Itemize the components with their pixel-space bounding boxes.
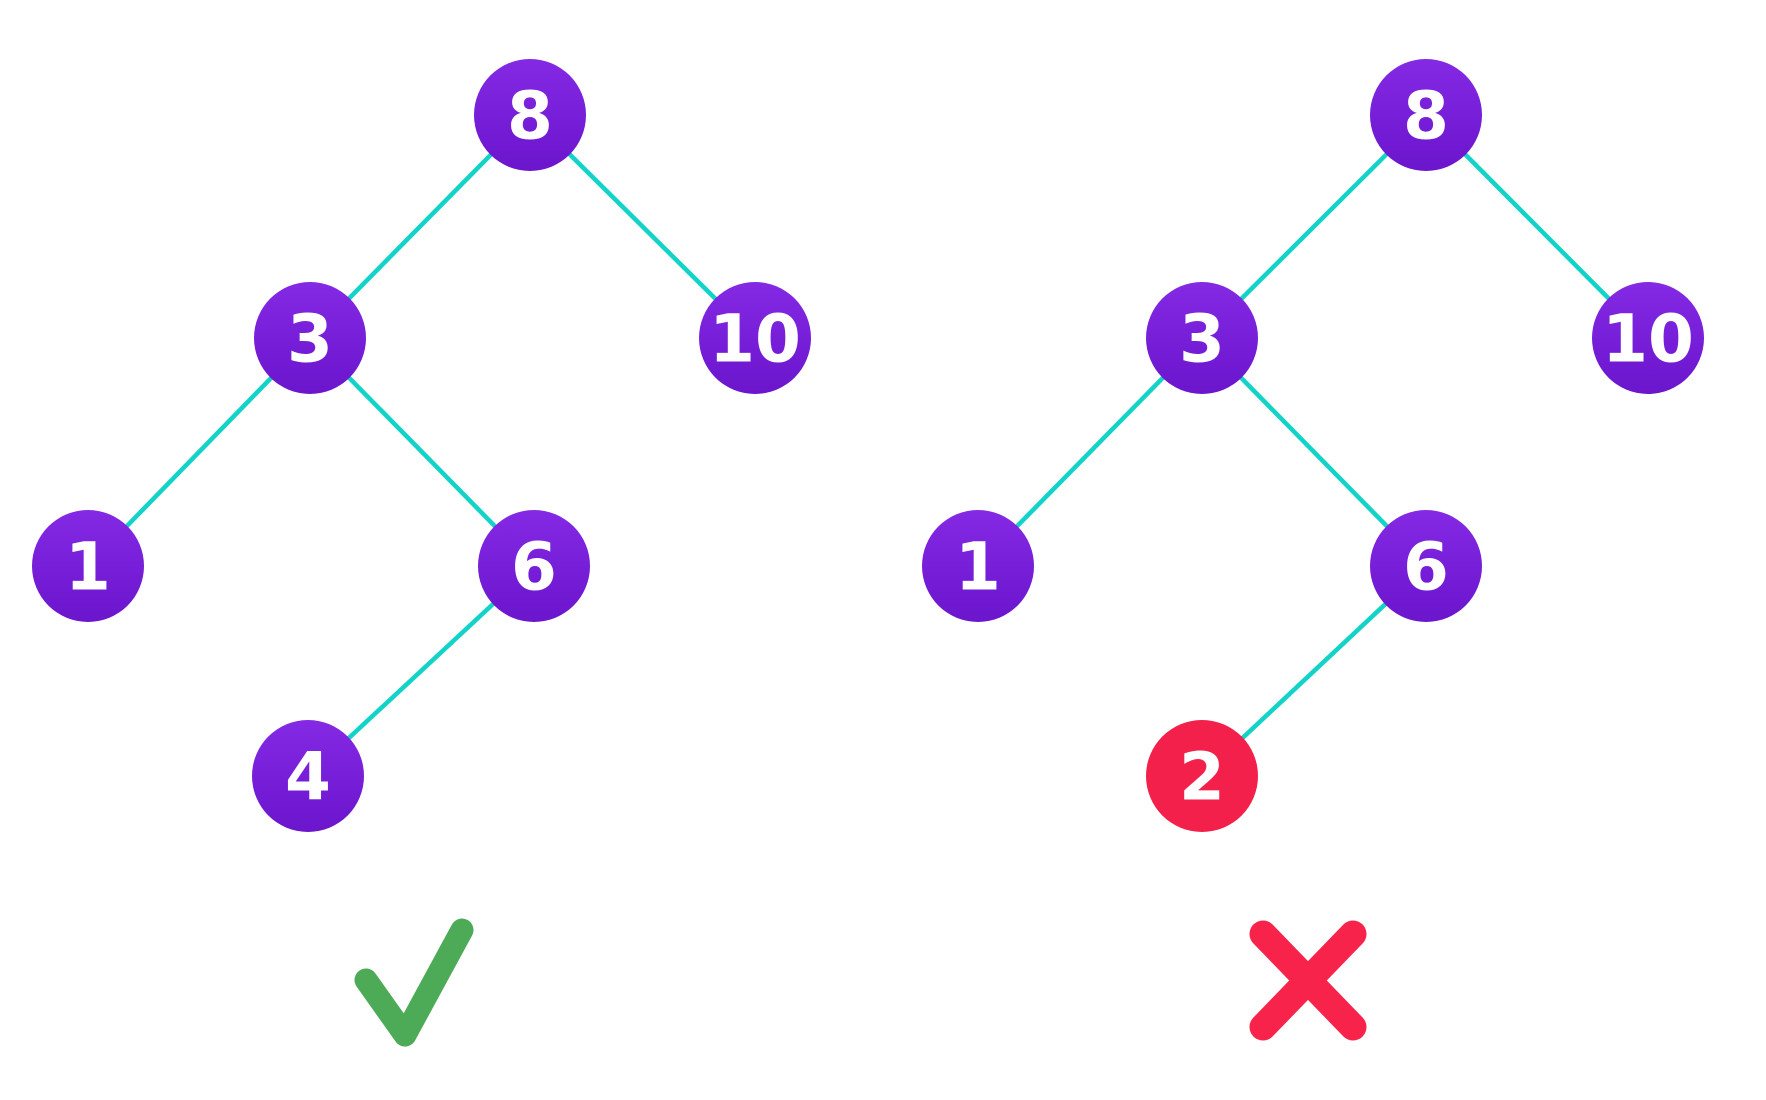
node-label-3: 3 xyxy=(1179,300,1225,377)
node-label-4: 4 xyxy=(285,738,331,815)
invalid-bst-tree: 8 3 10 1 6 2 xyxy=(922,59,1704,1041)
node-label-3: 3 xyxy=(287,300,333,377)
node-label-10: 10 xyxy=(1602,300,1694,377)
tree-node-1 xyxy=(32,510,144,622)
node-label-8: 8 xyxy=(1403,77,1449,154)
invalid-cross-icon xyxy=(1249,920,1367,1041)
node-label-6: 6 xyxy=(1403,528,1449,605)
node-label-8: 8 xyxy=(507,77,553,154)
node-label-1: 1 xyxy=(955,528,1001,605)
tree-node-1 xyxy=(922,510,1034,622)
valid-check-icon xyxy=(354,918,474,1047)
tree-node-4 xyxy=(252,720,364,832)
node-label-6: 6 xyxy=(511,528,557,605)
tree-node-10 xyxy=(699,282,811,394)
tree-node-10 xyxy=(1592,282,1704,394)
tree-node-8 xyxy=(1370,59,1482,171)
tree-node-8 xyxy=(474,59,586,171)
tree-node-3 xyxy=(254,282,366,394)
invalid-node-2 xyxy=(1146,720,1258,832)
node-label-1: 1 xyxy=(65,528,111,605)
tree-node-3 xyxy=(1146,282,1258,394)
node-label-2: 2 xyxy=(1179,738,1225,815)
tree-node-6 xyxy=(478,510,590,622)
tree-node-6 xyxy=(1370,510,1482,622)
node-label-10: 10 xyxy=(709,300,801,377)
valid-bst-tree: 8 3 10 1 6 4 xyxy=(32,59,811,1047)
